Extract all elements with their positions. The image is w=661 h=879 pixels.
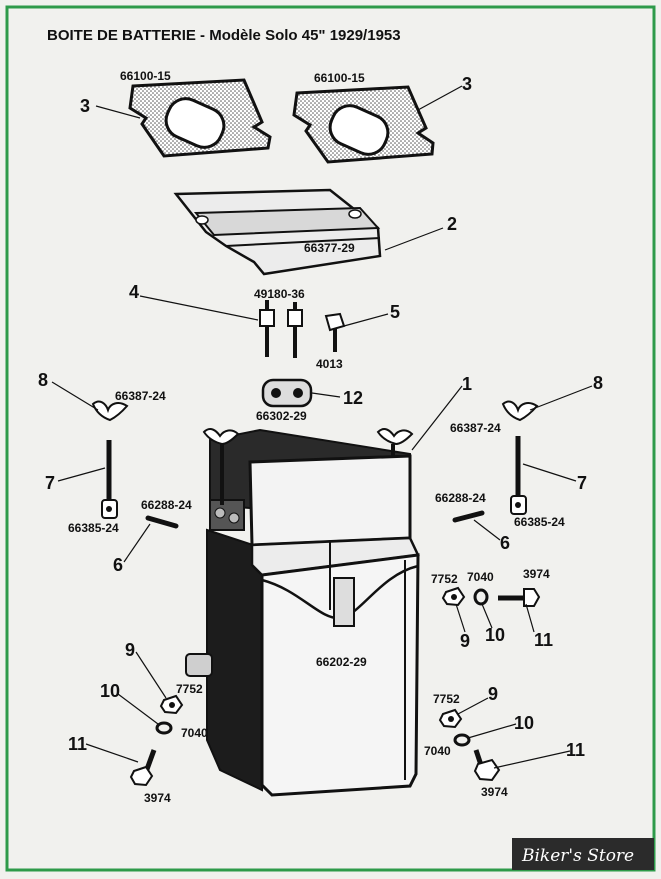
pn-wing-nut-left: 66387-24 xyxy=(115,389,166,403)
leader-lines xyxy=(51,85,593,769)
callout-12: 12 xyxy=(343,388,363,408)
callout-4: 4 xyxy=(129,282,139,302)
pn-screw-right: 3974 xyxy=(481,785,508,799)
battery-box xyxy=(185,428,420,797)
pn-lock-washer-right: 7040 xyxy=(424,744,451,758)
pn-lock-washer-mid: 7040 xyxy=(467,570,494,584)
callout-8-right: 8 xyxy=(593,373,603,393)
nut-left xyxy=(159,694,184,715)
eye-bolt-left xyxy=(101,440,118,519)
pin-right xyxy=(452,510,485,523)
screw-mid xyxy=(498,588,541,607)
cover-plate xyxy=(173,188,382,276)
pn-wing-nut-right: 66387-24 xyxy=(450,421,501,435)
callout-11-right: 11 xyxy=(566,740,585,760)
gasket-right xyxy=(292,85,435,164)
screw-left xyxy=(129,749,157,787)
callout-9-left: 9 xyxy=(125,640,135,660)
callout-6-left: 6 xyxy=(113,555,123,575)
page-title: BOITE DE BATTERIE - Modèle Solo 45" 1929… xyxy=(47,27,401,44)
eye-bolt-right xyxy=(510,436,527,515)
callout-1: 1 xyxy=(462,374,472,394)
callout-10-right: 10 xyxy=(514,713,534,733)
nut-right xyxy=(438,708,463,729)
screw-right xyxy=(473,749,501,782)
pn-gasket-right: 66100-15 xyxy=(314,71,365,85)
pin-left xyxy=(145,515,179,529)
callout-8-left: 8 xyxy=(38,370,48,390)
callout-10-left: 10 xyxy=(100,681,120,701)
wing-nut-left xyxy=(91,400,129,422)
pn-eye-bolt-right: 66385-24 xyxy=(514,515,565,529)
pn-gasket-left: 66100-15 xyxy=(120,69,171,83)
callout-10-mid: 10 xyxy=(485,625,505,645)
gasket-left xyxy=(128,78,272,158)
callout-5: 5 xyxy=(390,302,400,322)
callout-11-left: 11 xyxy=(68,734,87,754)
pn-nut-left: 7752 xyxy=(176,682,203,696)
pn-small-bolt: 4013 xyxy=(316,357,343,371)
clamp xyxy=(261,378,313,408)
callout-9-mid: 9 xyxy=(460,631,470,651)
callout-6-right: 6 xyxy=(500,533,510,553)
wing-nut-right xyxy=(501,400,539,422)
callout-7-left: 7 xyxy=(45,473,55,493)
pn-clamp: 66302-29 xyxy=(256,409,307,423)
pn-nut-mid: 7752 xyxy=(431,572,458,586)
lock-washer-mid xyxy=(473,588,489,606)
callout-3-right: 3 xyxy=(462,74,472,94)
pn-cover-plate: 66377-29 xyxy=(304,241,355,255)
pn-pin-right: 66288-24 xyxy=(435,491,486,505)
small-bolt xyxy=(324,312,346,352)
pn-screw-mid: 3974 xyxy=(523,567,550,581)
nut-mid xyxy=(441,586,466,607)
pn-eye-bolt-left: 66385-24 xyxy=(68,521,119,535)
page-border xyxy=(5,5,656,872)
lock-washer-left xyxy=(155,721,173,735)
lock-washer-right xyxy=(453,733,471,747)
pn-lock-washer-left: 7040 xyxy=(181,726,208,740)
callout-3-left: 3 xyxy=(80,96,90,116)
stud-pair xyxy=(259,300,303,358)
callout-2: 2 xyxy=(447,214,457,234)
pn-box: 66202-29 xyxy=(316,655,367,669)
pn-nut-right: 7752 xyxy=(433,692,460,706)
pn-stud: 49180-36 xyxy=(254,287,305,301)
pn-screw-left: 3974 xyxy=(144,791,171,805)
callout-9-right: 9 xyxy=(488,684,498,704)
pn-pin-left: 66288-24 xyxy=(141,498,192,512)
callout-11-mid: 11 xyxy=(534,630,553,650)
watermark: Biker's Store xyxy=(512,838,654,870)
watermark-text: Biker's Store xyxy=(521,846,634,866)
callout-7-right: 7 xyxy=(577,473,587,493)
